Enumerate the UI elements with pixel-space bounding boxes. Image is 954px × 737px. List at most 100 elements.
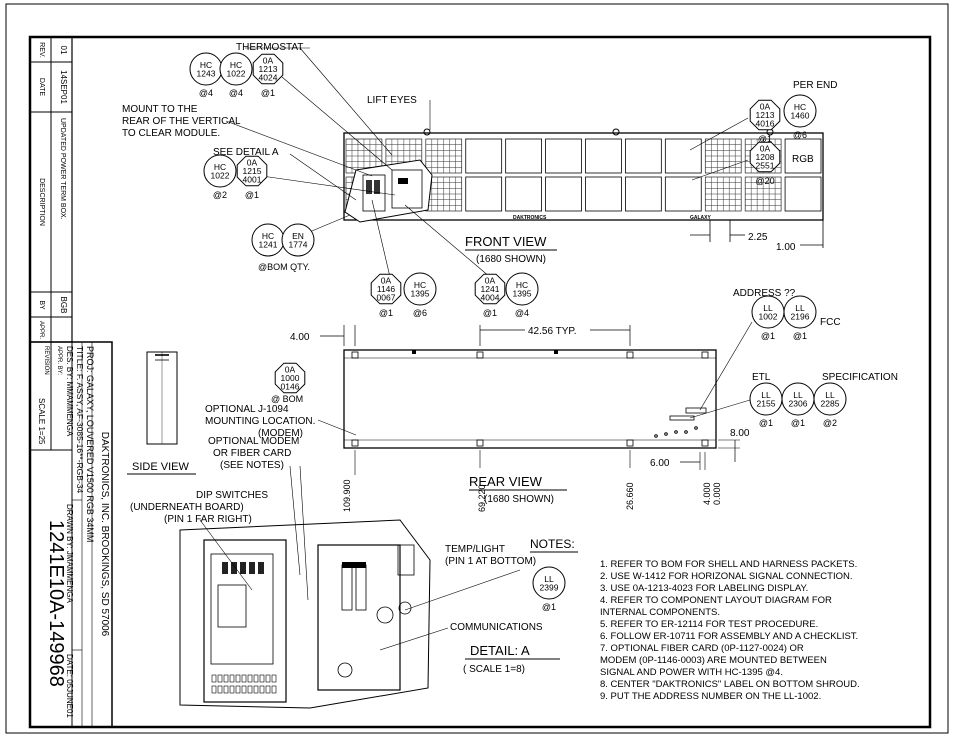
project-name: PROJ: GALAXY, LOUVERED V1500 RGB 34MM (85, 346, 95, 542)
led-module (505, 176, 542, 212)
part-number-text: 1213 (259, 64, 278, 74)
part-number-text: HC (262, 231, 274, 241)
led-module (545, 138, 582, 174)
drawing-date: DATE: 05JUNE01 (65, 654, 74, 718)
temp-light-line-1: TEMP/LIGHT (445, 544, 505, 555)
part-number-text: 2285 (821, 398, 840, 408)
note-item: 7. OPTIONAL FIBER CARD (0P-1127-0024) OR (600, 643, 804, 654)
daktronics-label: DAKTRONICS (513, 215, 547, 221)
side-view: SIDE VIEW (127, 351, 196, 475)
front-view-modules (345, 138, 822, 212)
led-module (465, 176, 503, 212)
part-number-text: LL (795, 303, 805, 313)
note-item: 4. REFER TO COMPONENT LAYOUT DIAGRAM FOR (600, 595, 832, 606)
approved-by: APPR. BY: (56, 346, 62, 375)
mounting-hole (701, 351, 709, 359)
front-dimension-1-00: 1.00 (776, 242, 796, 253)
front-view-cabinet (343, 132, 824, 221)
company-name: DAKTRONICS, INC. BROOKINGS, SD 57006 (99, 432, 110, 637)
part-number-text: 1241 (259, 239, 278, 249)
note-item: 8. CENTER "DAKTRONICS" LABEL ON BOTTOM S… (600, 679, 860, 690)
rear-view-mounting-holes (351, 350, 709, 447)
part-number-text: 4024 (259, 73, 278, 83)
temp-light-line-2: (PIN 1 AT BOTTOM) (445, 556, 536, 567)
rear-dimension-8-00: 8.00 (730, 428, 750, 439)
terminal-pin (253, 674, 259, 683)
connector-block (258, 562, 264, 574)
part-number-text: HC (200, 60, 212, 70)
note-item: 5. REFER TO ER-12114 FOR TEST PROCEDURE. (600, 619, 818, 630)
note-item: INTERNAL COMPONENTS. (600, 607, 720, 618)
part-quantity: @20 (755, 176, 774, 186)
note-item: 2. USE W-1412 FOR HORIZONAL SIGNAL CONNE… (600, 571, 853, 582)
led-module-dense (425, 176, 463, 212)
part-number-text: HC (516, 280, 528, 290)
part-quantity: @6 (793, 130, 807, 140)
optional-modem-line-1: OPTIONAL MODEM (208, 436, 299, 447)
part-quantity: @1 (542, 602, 556, 612)
part-number-text: LL (825, 390, 835, 400)
mounting-hole (626, 439, 634, 447)
front-view: DAKTRONICS GALAXY FRONT VIEW (1680 SHOWN… (122, 42, 837, 278)
part-number-text: LL (761, 390, 771, 400)
part-quantity: @6 (413, 308, 427, 318)
see-detail-a-label: SEE DETAIL A (213, 147, 279, 158)
rear-dimension-4-00: 4.00 (290, 332, 310, 343)
part-quantity: @4 (515, 308, 529, 318)
detail-a-view: OPTIONAL MODEM OR FIBER CARD (SEE NOTES)… (130, 436, 560, 709)
title-block: DAKTRONICS, INC. BROOKINGS, SD 57006 PRO… (29, 341, 113, 728)
front-dimension-2-25: 2.25 (748, 232, 768, 243)
drawing-number: 1241E10A-149968 (45, 520, 67, 687)
part-number-text: 1022 (211, 170, 230, 180)
rear-height-4-000: 4.000 (702, 482, 712, 505)
terminal-pin (211, 674, 217, 683)
part-quantity: @1 (483, 308, 497, 318)
rear-height-0-000: 0.000 (712, 482, 722, 505)
power-termination-box (317, 544, 401, 691)
connector-block (249, 562, 255, 574)
note-item: 6. FOLLOW ER-10711 FOR ASSEMBLY AND A CH… (600, 631, 858, 642)
note-item: 1. REFER TO BOM FOR SHELL AND HARNESS PA… (600, 559, 857, 570)
lift-eyes-label: LIFT EYES (367, 95, 417, 106)
part-number-text: 2196 (791, 311, 810, 321)
notes-title: NOTES: (530, 537, 575, 551)
part-number-text: 0067 (377, 293, 396, 303)
detail-a-title: DETAIL: A (470, 643, 530, 658)
part-number-text: 1002 (759, 311, 778, 321)
part-number-text: EN (292, 231, 304, 241)
detail-a-scale: ( SCALE 1=8) (463, 664, 525, 675)
connector-block (231, 562, 237, 574)
terminal-pin (271, 674, 277, 683)
side-view-title: SIDE VIEW (132, 461, 189, 473)
terminal-pin (235, 685, 241, 694)
led-module-dense (345, 138, 383, 174)
part-number-text: 1774 (289, 239, 308, 249)
drawn-by: DRAWN BY: JMAMMENGA (65, 504, 74, 603)
part-number-text: 1460 (791, 110, 810, 120)
led-module-dense (744, 176, 782, 212)
terminal-pin (223, 685, 229, 694)
revision-label: REVISION (43, 346, 49, 375)
part-number-text: 0A (263, 56, 274, 66)
led-module-dense (704, 138, 742, 174)
part-number-text: 1243 (197, 68, 216, 78)
rear-view: REAR VIEW (1680 SHOWN) 4.00 42.56 TYP. 1… (205, 288, 898, 512)
rear-view-title: REAR VIEW (469, 474, 543, 489)
optional-j1094-line-3: (MODEM) (258, 428, 303, 439)
part-quantity: @1 (245, 190, 259, 200)
part-quantity: @2 (213, 190, 227, 200)
rgb-label: RGB (792, 154, 814, 165)
rear-dimension-6-00: 6.00 (650, 458, 670, 469)
communications-label: COMMUNICATIONS (450, 622, 543, 633)
part-number-text: 4001 (243, 175, 262, 185)
